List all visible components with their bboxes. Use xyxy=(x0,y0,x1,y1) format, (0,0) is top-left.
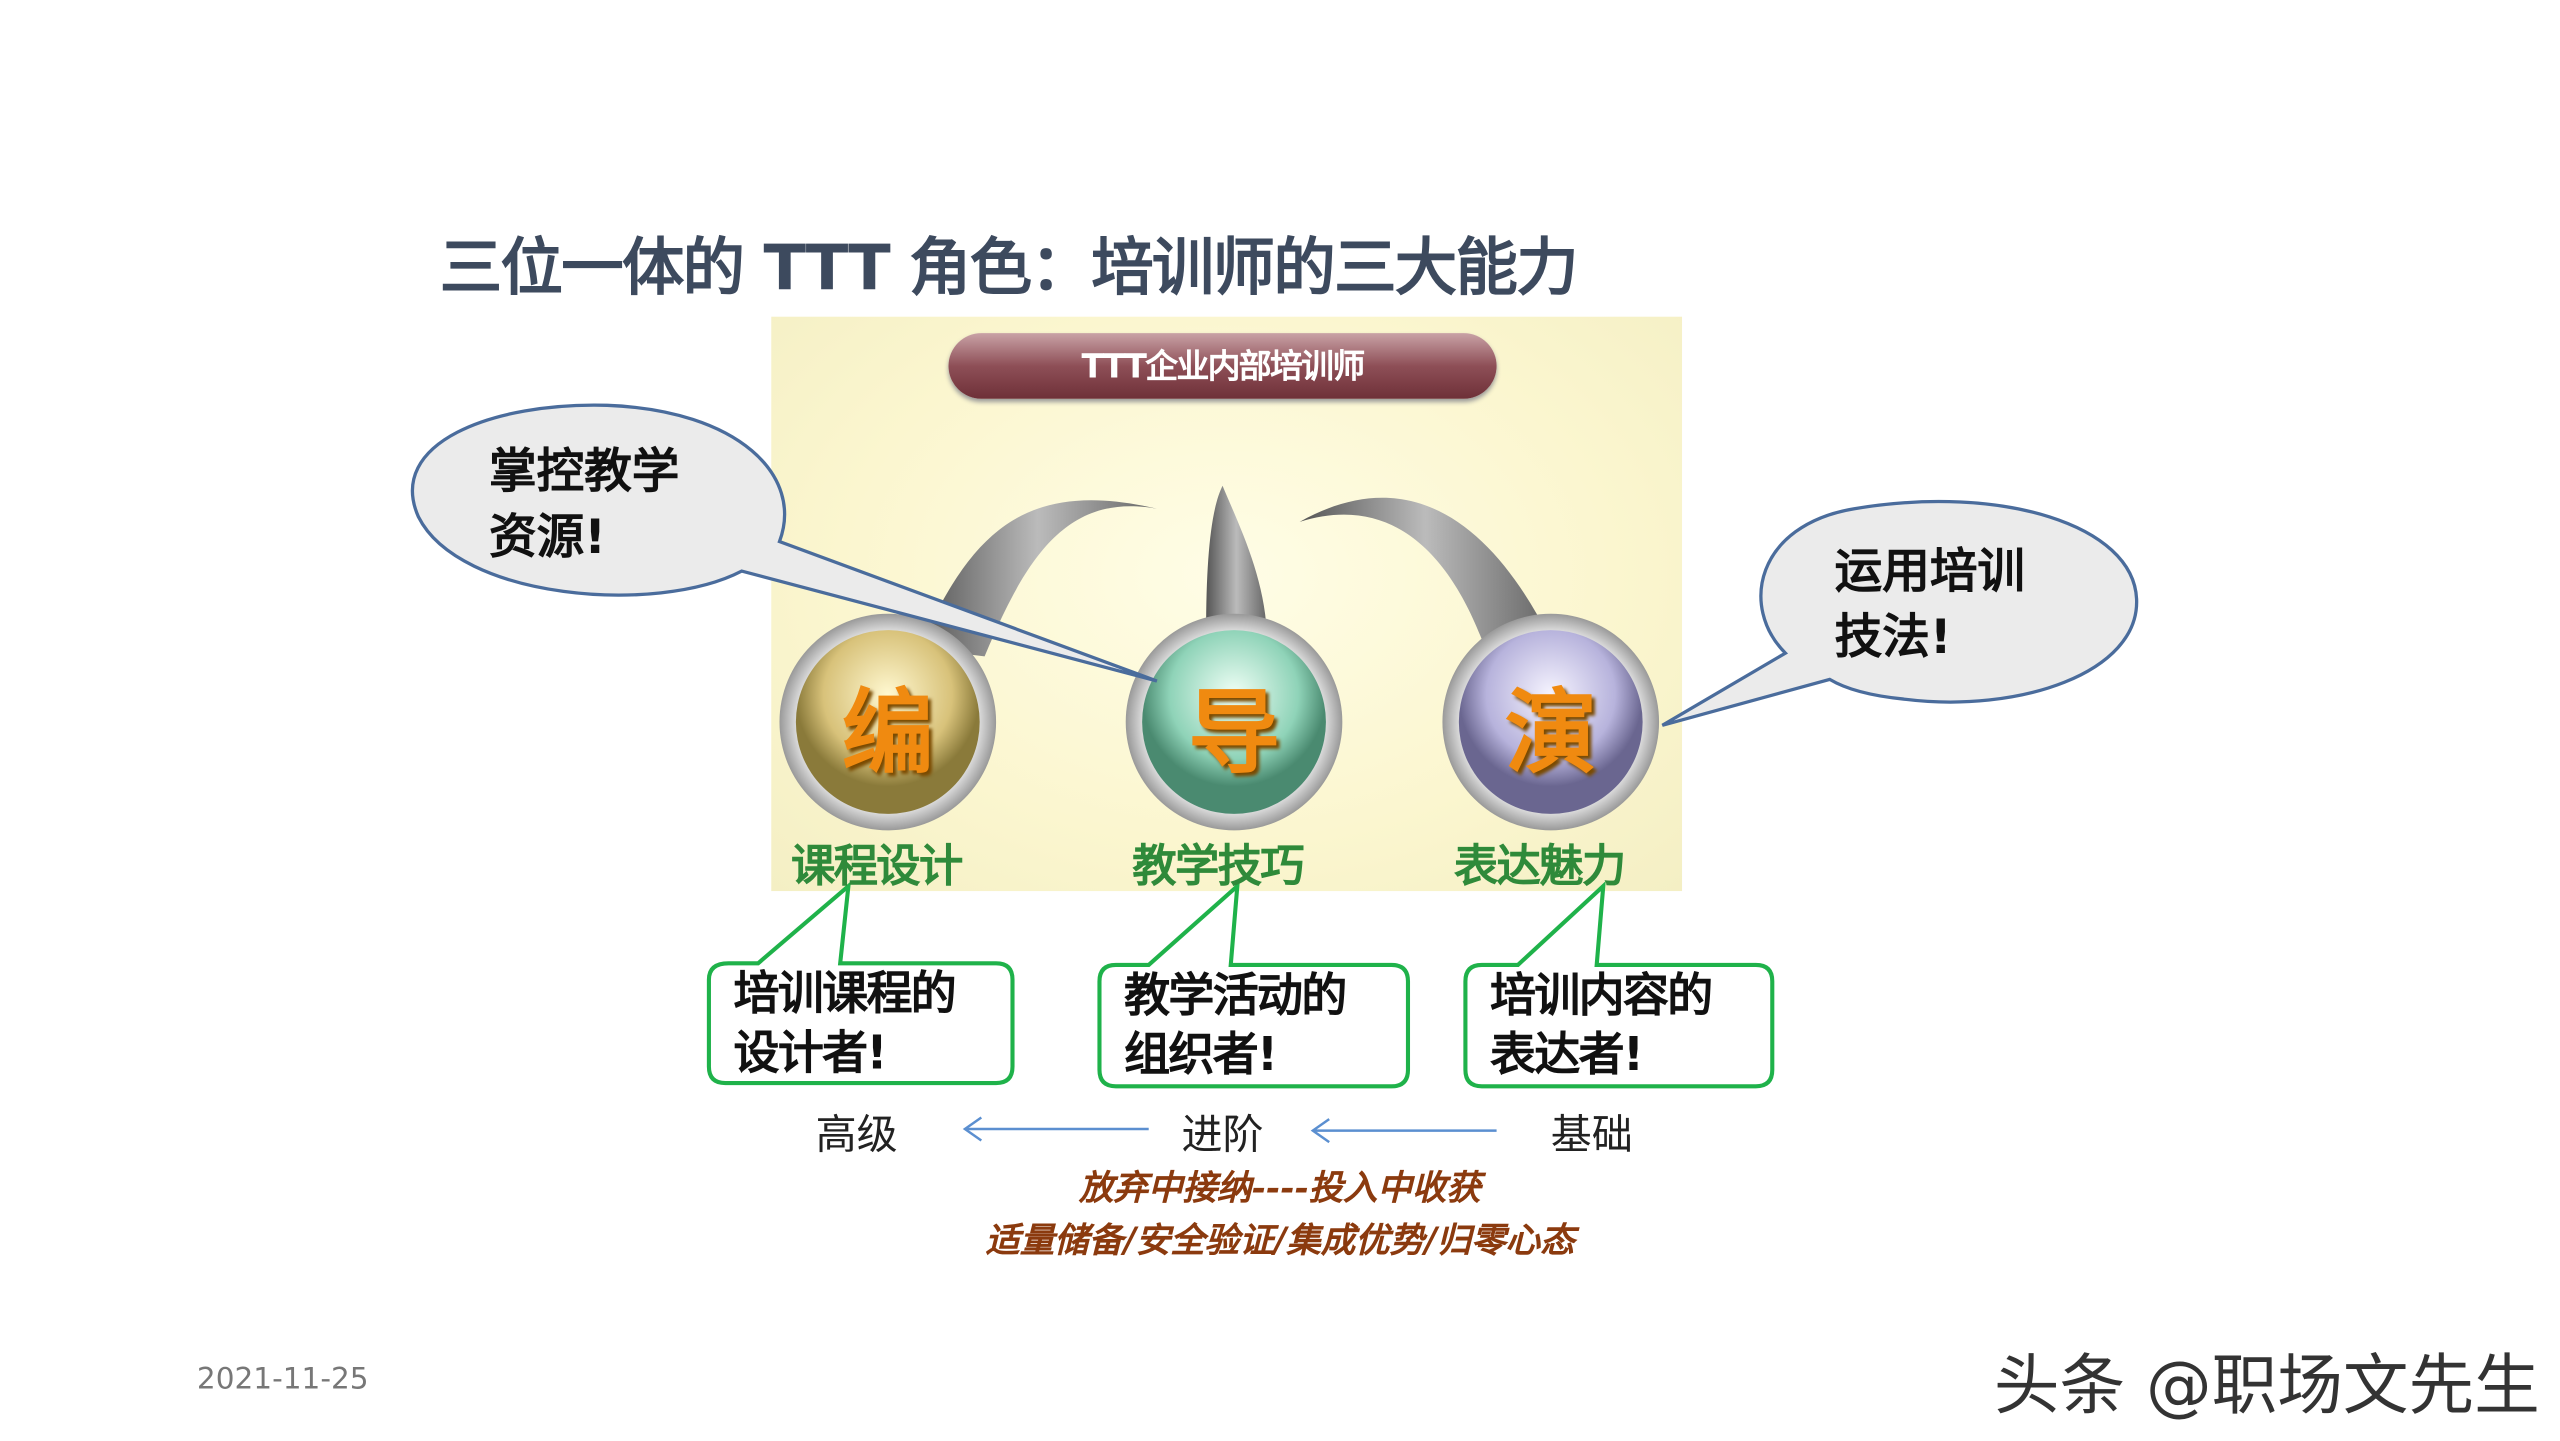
skill-label-1: 课程设计 xyxy=(790,841,963,893)
arrow-right xyxy=(1310,1118,1497,1144)
bubble-left-text: 掌控教学 资源! xyxy=(489,438,679,569)
callout-text-2: 教学活动的 组织者! xyxy=(1124,967,1347,1085)
level-advanced: 高级 xyxy=(815,1110,898,1159)
role-circle-bian xyxy=(779,613,997,831)
callout-text-3: 培训内容的 表达者! xyxy=(1490,967,1713,1085)
bubble-left-line-1: 掌控教学 xyxy=(489,443,680,499)
role-circle-dao xyxy=(1125,613,1343,831)
callout-3-line-2: 表达者! xyxy=(1490,1027,1644,1082)
callout-1-line-1: 培训课程的 xyxy=(733,966,957,1021)
bubble-right-text: 运用培训 技法! xyxy=(1835,538,2025,669)
glyph-yan: 演 xyxy=(1504,681,1597,788)
horn-right xyxy=(1299,497,1551,649)
callout-1-line-2: 设计者! xyxy=(733,1025,888,1080)
glyph-dao: 导 xyxy=(1188,681,1280,788)
bubble-right-line-2: 技法! xyxy=(1834,608,1952,665)
horn-left xyxy=(918,500,1157,657)
horn-center xyxy=(1206,485,1267,632)
skill-label-3: 表达魅力 xyxy=(1453,841,1626,893)
callout-box-1 xyxy=(706,881,1015,1086)
speech-bubble-left xyxy=(410,403,1158,683)
skill-label-2: 教学技巧 xyxy=(1132,841,1304,893)
callout-box-3 xyxy=(1463,881,1775,1089)
banner-title: TTT企业内部培训师 xyxy=(948,333,1497,399)
role-circle-yan xyxy=(1442,613,1660,831)
level-intermediate: 进阶 xyxy=(1181,1110,1264,1159)
callout-2-line-1: 教学活动的 xyxy=(1124,968,1347,1023)
slide-title: 三位一体的 TTT 角色：培训师的三大能力 xyxy=(439,231,1579,304)
level-basic: 基础 xyxy=(1550,1110,1633,1159)
bubble-left-line-2: 资源! xyxy=(489,508,606,565)
slide-date: 2021-11-25 xyxy=(196,1362,369,1397)
callout-2-line-2: 组织者! xyxy=(1124,1027,1278,1082)
callout-box-2 xyxy=(1097,881,1411,1089)
arrow-left xyxy=(962,1116,1149,1142)
watermark: 头条 @职场文先生 xyxy=(1993,1348,2540,1425)
motto-line-2: 适量储备/安全验证/集成优势/归零心态 xyxy=(985,1219,1575,1261)
callout-text-1: 培训课程的 设计者! xyxy=(733,965,957,1083)
bubble-right-line-1: 运用培训 xyxy=(1834,543,2026,599)
glyph-bian: 编 xyxy=(841,681,934,788)
callout-3-line-1: 培训内容的 xyxy=(1490,968,1713,1023)
speech-bubble-right xyxy=(1661,499,2139,727)
motto-line-1: 放弃中接纳----投入中收获 xyxy=(1079,1166,1481,1208)
